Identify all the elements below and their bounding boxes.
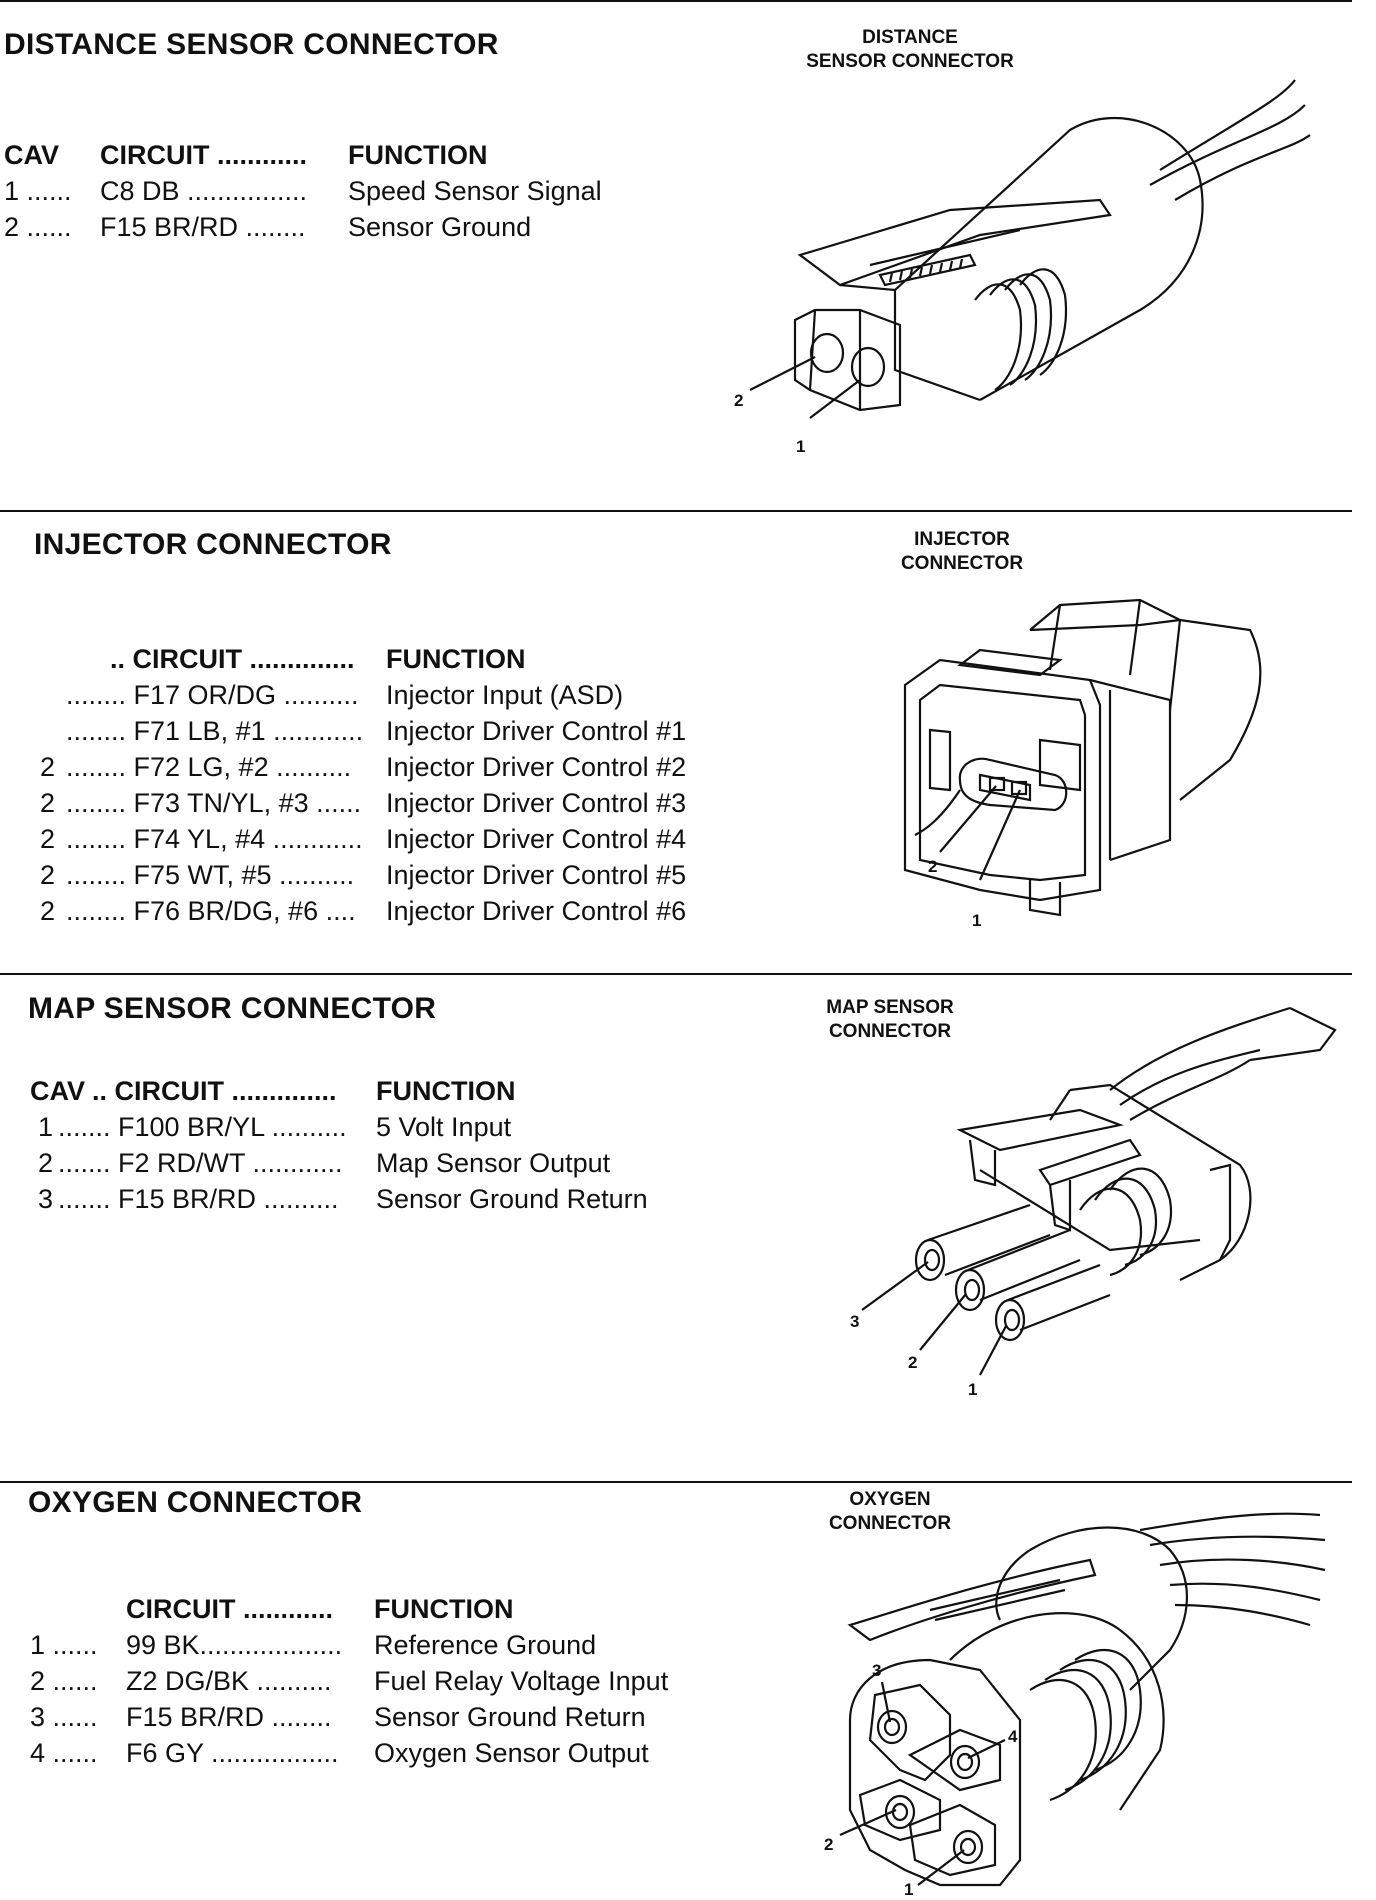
distance-figure-caption: DISTANCE SENSOR CONNECTOR — [780, 26, 1040, 74]
circuit-cell: ........ F71 LB, #1 ............ — [66, 716, 364, 746]
cav-header: CAV — [4, 140, 60, 170]
circuit-cell: F15 BR/RD ........ — [126, 1702, 332, 1732]
function-cell: Sensor Ground Return — [374, 1702, 646, 1732]
cav-cell: 2 — [40, 824, 56, 854]
pin-label: 2 — [824, 1835, 833, 1854]
cav-cell: 1 ...... — [30, 1630, 98, 1660]
caption-line: INJECTOR — [914, 529, 1010, 550]
caption-line: CONNECTOR — [828, 1513, 952, 1534]
pin-label: 3 — [872, 1661, 881, 1680]
caption-line: CONNECTOR — [828, 1021, 952, 1042]
circuit-cell: F15 BR/RD ........ — [100, 212, 306, 242]
cav-cell: 2 — [40, 860, 56, 890]
caption-line: OXYGEN — [849, 1489, 931, 1510]
circuit-cell: ....... F15 BR/RD .......... — [58, 1184, 339, 1214]
circuit-header: .. CIRCUIT .............. — [92, 1076, 337, 1106]
circuit-header: .. CIRCUIT .............. — [110, 644, 355, 674]
function-header: FUNCTION — [376, 1076, 516, 1106]
caption-line: CONNECTOR — [900, 553, 1024, 574]
circuit-cell: ........ F72 LG, #2 .......... — [66, 752, 352, 782]
cav-cell: 4 ...... — [30, 1738, 98, 1768]
circuit-cell: ....... F2 RD/WT ............ — [58, 1148, 343, 1178]
function-cell: Injector Driver Control #5 — [386, 860, 687, 890]
injector-connector-illustration: 2 1 — [903, 598, 1262, 930]
pin-label: 2 — [734, 391, 743, 410]
injector-figure-caption: INJECTOR CONNECTOR — [862, 528, 1062, 576]
function-cell: Injector Driver Control #4 — [386, 824, 687, 854]
oxygen-figure-caption: OXYGEN CONNECTOR — [790, 1488, 990, 1536]
cav-cell: 2 — [40, 788, 56, 818]
function-header: FUNCTION — [348, 140, 488, 170]
cav-cell: 2 — [40, 896, 56, 926]
circuit-cell: ....... F100 BR/YL .......... — [58, 1112, 347, 1142]
pin-label: 4 — [1008, 1727, 1018, 1746]
circuit-cell: ........ F17 OR/DG .......... — [66, 680, 359, 710]
function-cell: Fuel Relay Voltage Input — [374, 1666, 669, 1696]
function-cell: Oxygen Sensor Output — [374, 1738, 649, 1768]
pin-label: 2 — [908, 1353, 917, 1372]
pin-label: 1 — [904, 1880, 913, 1899]
cav-cell: 2 — [38, 1148, 54, 1178]
injector-section-title: INJECTOR CONNECTOR — [34, 528, 392, 561]
function-header: FUNCTION — [386, 644, 526, 674]
caption-line: SENSOR CONNECTOR — [806, 51, 1014, 72]
function-header: FUNCTION — [374, 1594, 514, 1624]
pin-label: 3 — [850, 1312, 859, 1331]
pin-label: 2 — [928, 857, 937, 876]
pin-label: 1 — [968, 1380, 977, 1399]
function-cell: Injector Driver Control #6 — [386, 896, 687, 926]
circuit-cell: ........ F76 BR/DG, #6 .... — [66, 896, 356, 926]
function-cell: Injector Driver Control #2 — [386, 752, 687, 782]
pin-label: 1 — [972, 911, 981, 930]
cav-cell: 1 ...... — [4, 176, 72, 206]
caption-line: DISTANCE — [862, 27, 958, 48]
function-cell: Speed Sensor Signal — [348, 176, 602, 206]
section-divider-1 — [0, 510, 1352, 512]
cav-cell: 2 ...... — [4, 212, 72, 242]
section-divider-2 — [0, 973, 1352, 975]
oxygen-connector-illustration: 3 4 2 1 — [824, 1512, 1326, 1899]
distance-sensor-connector-illustration: 2 1 — [734, 79, 1311, 456]
distance-section-title: DISTANCE SENSOR CONNECTOR — [4, 28, 499, 61]
oxygen-section-title: OXYGEN CONNECTOR — [28, 1486, 363, 1519]
function-cell: Sensor Ground Return — [376, 1184, 648, 1214]
function-cell: Reference Ground — [374, 1630, 597, 1660]
map-section-title: MAP SENSOR CONNECTOR — [28, 992, 437, 1025]
function-cell: Injector Input (ASD) — [386, 680, 624, 710]
circuit-cell: C8 DB ................ — [100, 176, 308, 206]
function-cell: Injector Driver Control #1 — [386, 716, 687, 746]
circuit-cell: Z2 DG/BK .......... — [126, 1666, 332, 1696]
circuit-cell: ........ F75 WT, #5 .......... — [66, 860, 355, 890]
cav-cell: 3 ...... — [30, 1702, 98, 1732]
map-sensor-connector-illustration: 3 2 1 — [850, 1006, 1337, 1399]
cav-header: CAV — [30, 1076, 86, 1106]
function-cell: Map Sensor Output — [376, 1148, 611, 1178]
cav-cell: 2 ...... — [30, 1666, 98, 1696]
caption-line: MAP SENSOR — [826, 997, 954, 1018]
function-cell: 5 Volt Input — [376, 1112, 512, 1142]
function-cell: Sensor Ground — [348, 212, 532, 242]
cav-cell: 2 — [40, 752, 56, 782]
circuit-cell: 99 BK................... — [126, 1630, 343, 1660]
circuit-cell: F6 GY ................. — [126, 1738, 339, 1768]
circuit-header: CIRCUIT ............ — [100, 140, 308, 170]
map-figure-caption: MAP SENSOR CONNECTOR — [790, 996, 990, 1044]
function-cell: Injector Driver Control #3 — [386, 788, 687, 818]
cav-cell: 1 — [38, 1112, 54, 1142]
circuit-cell: ........ F74 YL, #4 ............ — [66, 824, 363, 854]
pin-label: 1 — [796, 437, 805, 456]
circuit-header: CIRCUIT ............ — [126, 1594, 334, 1624]
top-rule — [0, 0, 1352, 2]
cav-cell: 3 — [38, 1184, 54, 1214]
section-divider-3 — [0, 1481, 1352, 1483]
circuit-cell: ........ F73 TN/YL, #3 ...... — [66, 788, 362, 818]
